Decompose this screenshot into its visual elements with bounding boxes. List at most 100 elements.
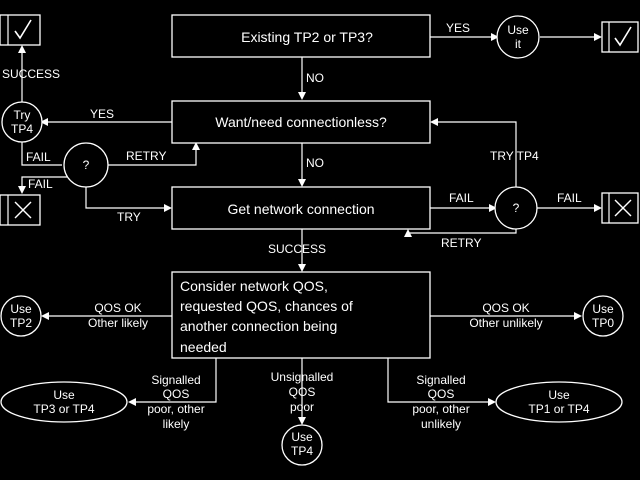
arrow-head [298,417,306,425]
edge-label-signalled-left: poor, other [147,402,204,416]
edge-label-no-2: NO [306,156,324,170]
node-try-tp4: Try TP4 [1,101,43,143]
arrow-head [574,312,582,320]
arrow-head [40,118,48,126]
connectors [18,33,602,425]
edge-label-unsignalled: Unsignalled [271,370,334,384]
success-box-right [601,21,639,53]
node-label-line: TP2 [10,316,32,330]
arrow-head [488,398,496,406]
process-get-network-connection: Get network connection [171,186,431,230]
node-use-tp1-or-tp4: Use TP1 or TP4 [495,381,623,423]
arrow-head [594,204,602,212]
line-consider-to-tp3tp4 [134,358,217,403]
edge-label-unsignalled: poor [290,400,314,414]
edge-label-qos-ok-left: Other likely [88,316,148,330]
success-box-left [0,14,41,46]
arrow-head [404,229,412,237]
node-label-line: TP4 [291,444,313,458]
node-label: Existing TP2 or TP3? [241,29,373,45]
edge-label-fail-left-2: FAIL [28,177,53,191]
arrow-head [298,264,306,272]
edge-label-signalled-right: poor, other [412,402,469,416]
node-use-tp2: Use TP2 [0,295,42,337]
node-label-line: requested QOS, chances of [180,298,353,314]
edge-label-signalled-right: QOS [428,387,455,401]
edge-label-no-1: NO [306,71,324,85]
node-use-tp3-or-tp4: Use TP3 or TP4 [0,381,128,423]
node-label-line: Use [548,388,570,402]
edge-label-signalled-right: Signalled [416,373,465,387]
node-label-line: Consider network QOS, [180,278,328,294]
arrow-head [489,204,497,212]
arrow-head [128,398,136,406]
line-decision-to-fail [21,176,72,188]
arrow-head [18,45,26,53]
node-use-tp0: Use TP0 [582,295,624,337]
node-label: Get network connection [227,201,374,217]
node-label: ? [83,158,90,172]
edge-label-success-mid: SUCCESS [268,242,326,256]
fail-box-right [601,192,639,224]
node-label-line: TP4 [11,122,33,136]
arrow-head [430,118,438,126]
line-decision-to-getnet [85,186,166,209]
line-decision-to-want-right [436,121,517,188]
node-label-line: Use [507,23,529,37]
edge-label-unsignalled: QOS [289,385,316,399]
edge-label-try-tp4: TRY TP4 [490,149,539,163]
edge-label-try: TRY [117,210,141,224]
node-label-line: TP3 or TP4 [33,402,94,416]
node-label-line: Use [592,302,614,316]
edge-label-qos-ok-right: QOS OK [482,301,529,315]
line-trytp4-to-decision [21,142,62,166]
node-label-line: TP0 [592,316,614,330]
process-consider-qos: Consider network QOS, requested QOS, cha… [171,271,431,359]
arrow-head [41,312,49,320]
node-label-line: Use [10,302,32,316]
process-existing-tp2-tp3: Existing TP2 or TP3? [171,14,431,58]
arrow-head [594,33,602,41]
node-label-line: another connection being [180,318,337,334]
check-mark-icon [614,26,632,47]
node-label: ? [513,201,520,215]
edge-label-success-left: SUCCESS [2,67,60,81]
edge-label-qos-ok-left: QOS OK [94,301,141,315]
edge-label-retry-right: RETRY [441,236,481,250]
arrow-head [192,142,200,150]
edge-label-retry-left: RETRY [126,149,166,163]
x-mark-icon [14,201,32,219]
arrow-head [298,179,306,187]
node-label-line: needed [180,339,227,355]
node-label: Want/need connectionless? [215,114,387,130]
x-mark-icon [614,199,632,217]
edge-label-signalled-right: unlikely [421,417,461,431]
edge-label-fail-right: FAIL [449,191,474,205]
fail-box-left [0,194,41,226]
decision-retry-left: ? [63,142,109,188]
arrow-head [491,33,499,41]
node-use-it: Use it [496,15,540,59]
edge-label-yes-top: YES [446,21,470,35]
edge-label-fail-left: FAIL [26,150,51,164]
node-label-line: Use [53,388,75,402]
process-want-connectionless: Want/need connectionless? [171,100,431,144]
node-use-tp4-bottom: Use TP4 [281,424,323,466]
check-mark-icon [14,19,32,40]
node-label-line: Try [14,108,31,122]
arrow-head [164,204,172,212]
node-label-line: TP1 or TP4 [528,402,589,416]
arrow-head [298,92,306,100]
node-label-line: Use [291,430,313,444]
edge-label-signalled-left: QOS [163,387,190,401]
edge-label-fail-right-2: FAIL [557,191,582,205]
edge-label-signalled-left: likely [163,417,190,431]
edge-label-yes-left: YES [90,107,114,121]
node-label-line: it [515,37,522,51]
decision-fail-right: ? [494,186,538,230]
edge-label-qos-ok-right: Other unlikely [469,316,542,330]
arrow-head [18,186,26,194]
line-consider-to-tp1tp4 [387,358,490,403]
